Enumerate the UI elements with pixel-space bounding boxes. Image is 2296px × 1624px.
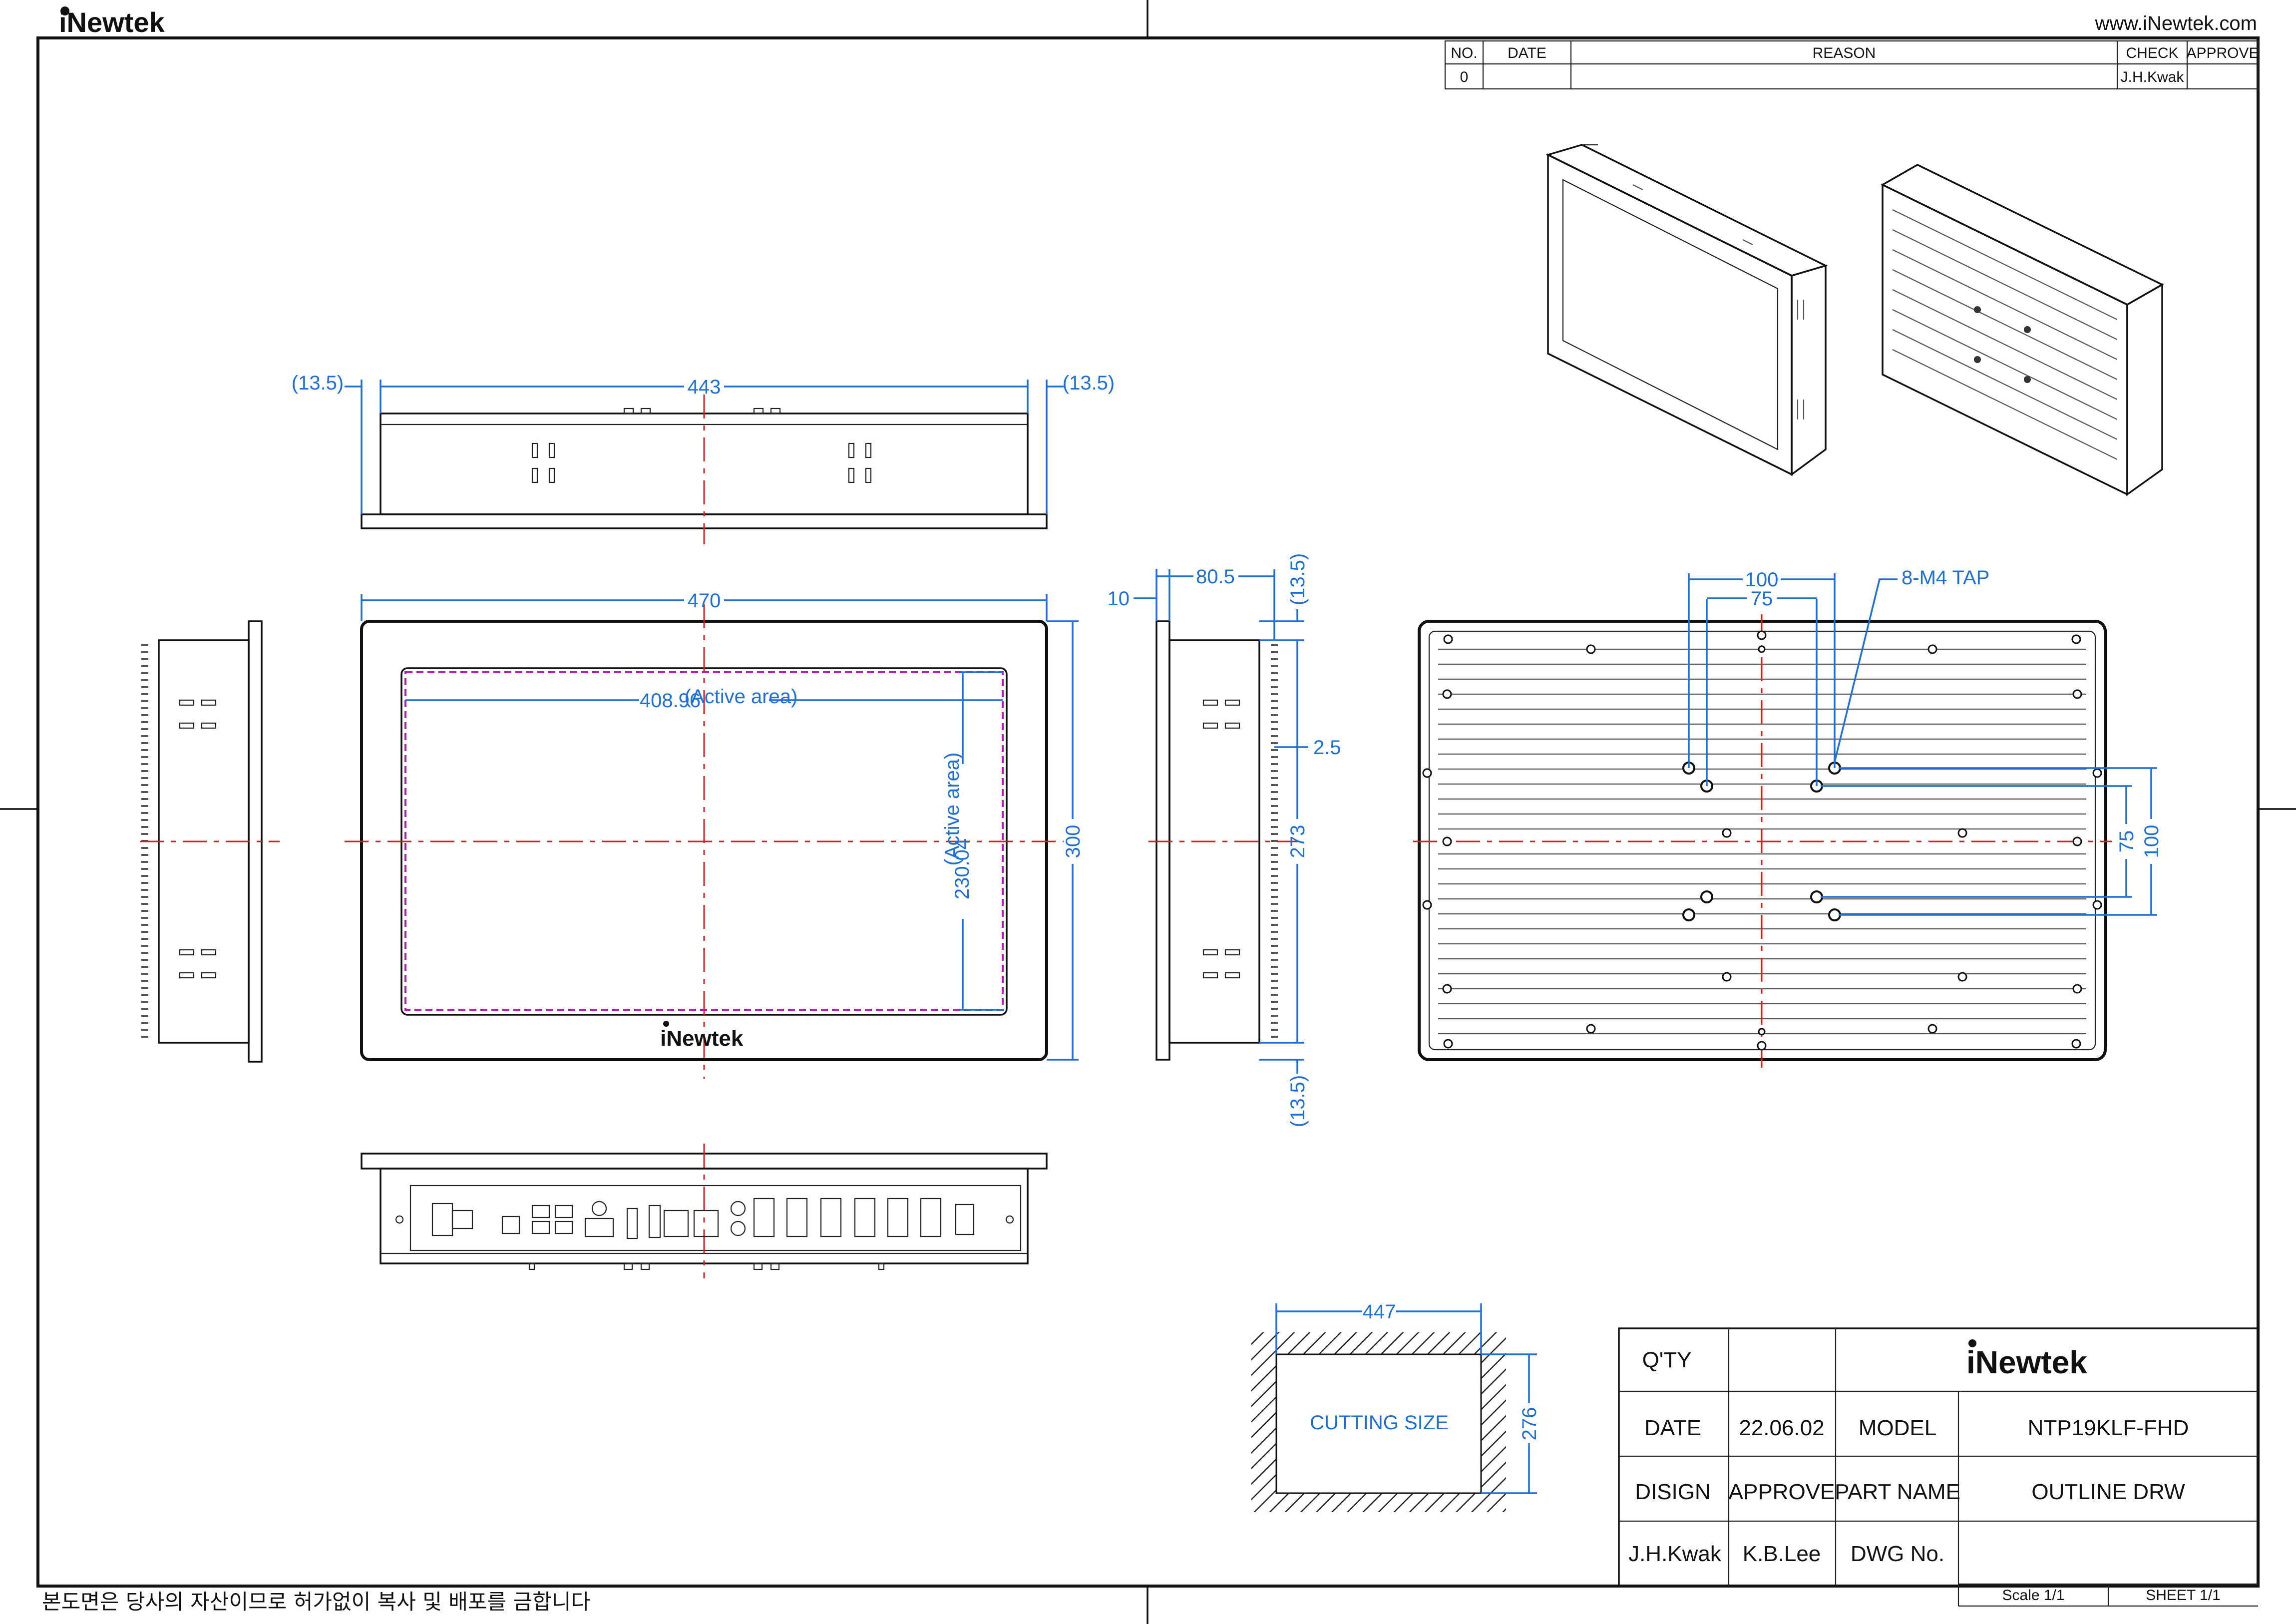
iso-rear-view [1881,164,2164,496]
part-name-value: OUTLINE DRW [2031,1480,2185,1504]
dim-side-bottom-offset: (13.5) [1287,1075,1309,1128]
mounting-holes [1422,630,2102,1051]
revision-table: NO. DATE REASON CHECK APPROVE 0 J.H.Kwak [1444,40,2259,90]
bottom-view [361,1144,1048,1278]
title-block: Q'TY iNewtek DATE 22.06.02 MODEL NTP19KL… [1618,1327,2259,1607]
rear-view [1413,614,2112,1069]
designer-name: J.H.Kwak [1628,1542,1722,1566]
dim-bezel: 2.5 [1313,737,1341,759]
model-label: MODEL [1859,1416,1936,1440]
dim-top-right: (13.5) [1063,372,1115,394]
dim-vesa-inner-h: 75 [1751,588,1773,610]
tap-note: 8-M4 TAP [1902,567,1989,589]
cutting-size-label: CUTTING SIZE [1310,1412,1449,1434]
date-value: 22.06.02 [1739,1416,1824,1440]
dim-top-width: 443 [688,376,721,398]
header-logo: iNewtek [59,6,165,38]
approver-name: K.B.Lee [1743,1542,1821,1566]
scale-value: Scale 1/1 [2002,1587,2064,1604]
dim-active-height: 230.04 [951,838,973,899]
front-view-dimensions: 470 408.96 (Active area) 230.04 (Active … [361,590,1084,1061]
website-url: www.iNewtek.com [2094,12,2257,34]
rev-col-approve: APPROVE [2186,45,2259,61]
dim-depth: 80.5 [1196,566,1235,588]
cutout-view: CUTTING SIZE 447 276 [1251,1301,1540,1512]
dim-vesa-inner-v: 75 [2116,830,2138,853]
rev-col-no: NO. [1451,45,1477,61]
bezel-brand: iNewtek [660,1026,744,1051]
rev-col-date: DATE [1508,45,1546,61]
side-view-dimensions: 10 80.5 (13.5) 2.5 273 (13.5) [1108,553,1341,1128]
rev-col-check: CHECK [2126,45,2178,61]
dim-active-width: 408.96 [640,690,701,712]
date-label: DATE [1644,1416,1701,1440]
dim-vesa-outer-h: 100 [1745,569,1779,591]
model-value: NTP19KLF-FHD [2028,1416,2189,1440]
dim-side-top-offset: (13.5) [1287,553,1309,606]
dim-flange: 10 [1108,588,1130,610]
dim-cutout-height: 276 [1519,1407,1540,1441]
dwg-no-label: DWG No. [1851,1542,1944,1566]
approve-label: APPROVE [1729,1480,1835,1504]
design-label: DISIGN [1635,1480,1711,1504]
qty-label: Q'TY [1642,1348,1692,1372]
top-view-dimensions: 443 (13.5) (13.5) [292,372,1115,514]
title-brand: iNewtek [1966,1344,2087,1380]
right-side-view [1148,620,1298,1061]
top-view [361,395,1048,544]
sheet-value: SHEET 1/1 [2146,1587,2221,1604]
dim-top-left: (13.5) [292,372,344,394]
title-logo: iNewtek [1966,1339,2087,1380]
dim-vesa-outer-v: 100 [2141,825,2163,858]
front-view: iNewtek [345,604,1064,1079]
rear-view-dimensions: 100 75 8-M4 TAP 100 75 [1688,567,2163,916]
io-ports [395,1198,1014,1239]
dim-front-width: 470 [688,590,721,612]
active-area-label-h: (Active area) [685,686,798,708]
rev-col-reason: REASON [1813,45,1876,61]
active-area-label-v: (Active area) [941,753,963,866]
footer-note: 본도면은 당사의 자산이므로 허가없이 복사 및 배포를 금합니다 [42,1590,590,1614]
part-name-label: PART NAME [1835,1480,1960,1504]
bezel-logo: iNewtek [660,1021,744,1051]
dim-front-height: 300 [1062,825,1084,858]
brand-name: iNewtek [59,6,165,38]
rev-row-check: J.H.Kwak [2121,69,2185,85]
dim-cutout-width: 447 [1363,1301,1396,1323]
dim-body-height: 273 [1287,825,1309,858]
rev-row-no: 0 [1460,69,1469,85]
iso-front-view [1545,144,1828,476]
left-side-view [140,620,280,1063]
vesa-holes [1682,762,1841,921]
